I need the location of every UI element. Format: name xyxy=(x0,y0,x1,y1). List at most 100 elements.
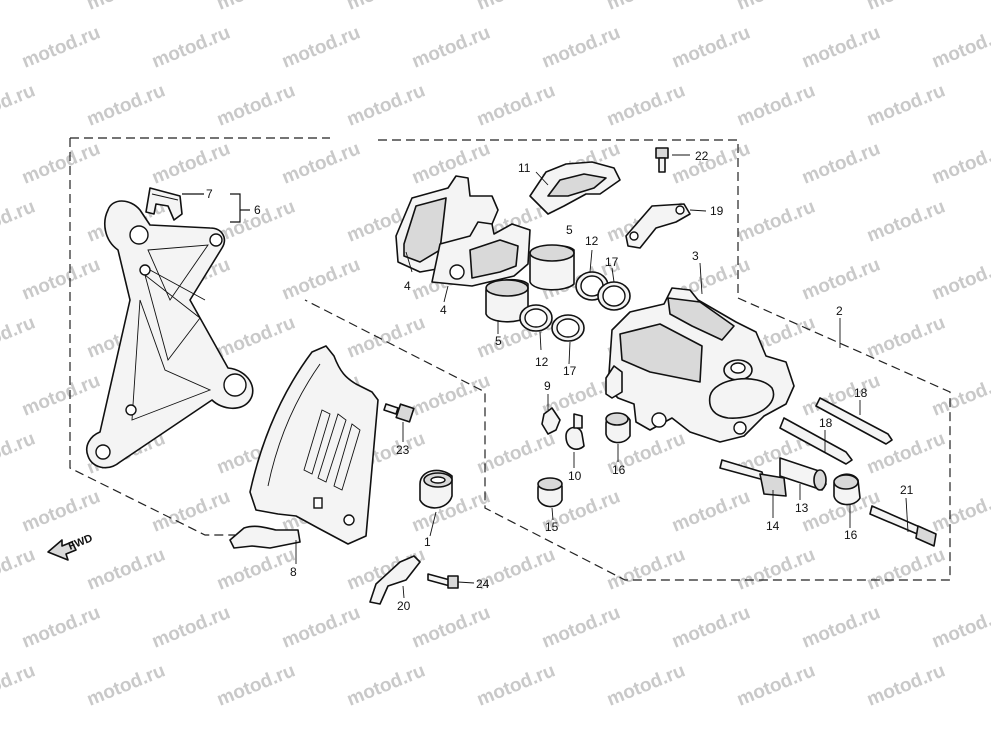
bolt-part-23 xyxy=(383,403,415,423)
watermark-text: motod.ru xyxy=(799,22,883,72)
watermark-text: motod.ru xyxy=(734,544,818,594)
watermark-text: motod.ru xyxy=(474,0,558,15)
watermark-text: motod.ru xyxy=(279,602,363,652)
collar-part-15 xyxy=(537,477,563,508)
watermark-text: motod.ru xyxy=(864,312,948,362)
watermark-text: motod.ru xyxy=(149,602,233,652)
watermark-text: motod.ru xyxy=(799,254,883,304)
callout-3: 3 xyxy=(692,249,699,263)
watermark-text: motod.ru xyxy=(344,80,428,130)
callout-4-right: 4 xyxy=(440,303,447,317)
fwd-label: FWD xyxy=(67,532,95,553)
watermark-text: motod.ru xyxy=(474,80,558,130)
forward-direction-indicator: FWD xyxy=(47,532,95,561)
hose-bracket-part-20 xyxy=(369,555,421,605)
assembly-boundaries xyxy=(69,137,951,581)
callout-21: 21 xyxy=(900,483,914,497)
watermark-text: motod.ru xyxy=(149,22,233,72)
watermark-text: motod.ru xyxy=(84,80,168,130)
sleeve-part-13 xyxy=(779,457,827,491)
callout-18-lower: 18 xyxy=(819,416,833,430)
watermark-text: motod.ru xyxy=(0,80,38,130)
caliper-bracket-part-6 xyxy=(85,200,254,469)
watermark-text: motod.ru xyxy=(19,254,103,304)
watermark-text: motod.ru xyxy=(214,80,298,130)
part-callouts: 22 11 7 6 19 5 12 3 17 4 4 2 5 12 17 9 1… xyxy=(206,149,914,613)
watermark-text: motod.ru xyxy=(279,254,363,304)
boot-part-16 xyxy=(605,412,861,506)
watermark-text: motod.ru xyxy=(929,602,991,652)
watermark-text: motod.ru xyxy=(84,0,168,15)
watermark-text: motod.ru xyxy=(604,80,688,130)
callout-4-left: 4 xyxy=(404,279,411,293)
watermark-text: motod.ru xyxy=(19,370,103,420)
watermark-text: motod.ru xyxy=(344,660,428,710)
callout-13: 13 xyxy=(795,501,809,515)
callout-14: 14 xyxy=(766,519,780,533)
brake-pads-part-4 xyxy=(395,175,531,287)
watermark-text: motod.ru xyxy=(864,80,948,130)
watermark-text: motod.ru xyxy=(19,22,103,72)
watermark-text: motod.ru xyxy=(799,602,883,652)
watermark-text: motod.ru xyxy=(0,660,38,710)
watermark-text: motod.ru xyxy=(214,544,298,594)
watermark-text: motod.ru xyxy=(344,0,428,15)
plate-part-19 xyxy=(625,203,691,249)
watermark-text: motod.ru xyxy=(344,312,428,362)
callout-20: 20 xyxy=(397,599,411,613)
callout-1: 1 xyxy=(424,535,431,549)
watermark-text: motod.ru xyxy=(0,196,38,246)
watermark-text: motod.ru xyxy=(734,80,818,130)
watermark-text: motod.ru xyxy=(149,138,233,188)
pad-spring-part-11 xyxy=(529,161,621,215)
watermark-text: motod.ru xyxy=(0,312,38,362)
callout-23: 23 xyxy=(396,443,410,457)
watermark-text: motod.ru xyxy=(214,312,298,362)
watermark-text: motod.ru xyxy=(929,254,991,304)
clip-part-7 xyxy=(145,187,183,221)
watermark-text: motod.ru xyxy=(409,370,493,420)
watermark-text: motod.ru xyxy=(214,660,298,710)
callout-15: 15 xyxy=(545,520,559,534)
watermark-text: motod.ru xyxy=(669,602,753,652)
watermark-text: motod.ru xyxy=(19,486,103,536)
bolt-part-22 xyxy=(655,147,669,173)
watermark-text: motod.ru xyxy=(19,138,103,188)
watermark-text: motod.ru xyxy=(0,544,38,594)
watermark-text: motod.ru xyxy=(474,660,558,710)
watermark-text: motod.ru xyxy=(409,22,493,72)
watermark-text: motod.ru xyxy=(409,602,493,652)
callout-16-pin: 16 xyxy=(844,528,858,542)
watermark-text: motod.ru xyxy=(409,138,493,188)
bleeder-valve-part-9 xyxy=(541,407,561,435)
watermark-text: motod.ru xyxy=(539,22,623,72)
watermark-text: motod.ru xyxy=(669,138,753,188)
watermark-text: motod.ru xyxy=(0,428,38,478)
pin-bolt-part-14 xyxy=(719,459,787,497)
callout-5-spring: 5 xyxy=(566,223,573,237)
right-assembly-boundary xyxy=(304,139,951,581)
callout-6: 6 xyxy=(254,203,261,217)
watermark-text: motod.ru xyxy=(929,370,991,420)
callout-8: 8 xyxy=(290,565,297,579)
callout-12-top: 12 xyxy=(585,234,599,248)
callout-11: 11 xyxy=(518,161,531,175)
watermark-text: motod.ru xyxy=(0,0,38,15)
watermark-text: motod.ru xyxy=(214,0,298,15)
bleeder-cap-part-10 xyxy=(565,413,585,450)
watermark-text: motod.ru xyxy=(864,196,948,246)
watermark-text: motod.ru xyxy=(669,22,753,72)
callout-22: 22 xyxy=(695,149,709,163)
watermark-text: motod.ru xyxy=(929,486,991,536)
watermark-text: motod.ru xyxy=(279,22,363,72)
caliper-body-part-3 xyxy=(605,287,795,443)
callout-9: 9 xyxy=(544,379,551,393)
watermark-text: motod.ru xyxy=(604,660,688,710)
watermark-text: motod.ru xyxy=(474,428,558,478)
watermark-text: motod.ru xyxy=(279,138,363,188)
callout-7: 7 xyxy=(206,187,213,201)
watermark-text: motod.ru xyxy=(669,486,753,536)
watermark-text: motod.ru xyxy=(864,544,948,594)
callout-5-piston: 5 xyxy=(495,334,502,348)
watermark-text: motod.ru xyxy=(864,0,948,15)
